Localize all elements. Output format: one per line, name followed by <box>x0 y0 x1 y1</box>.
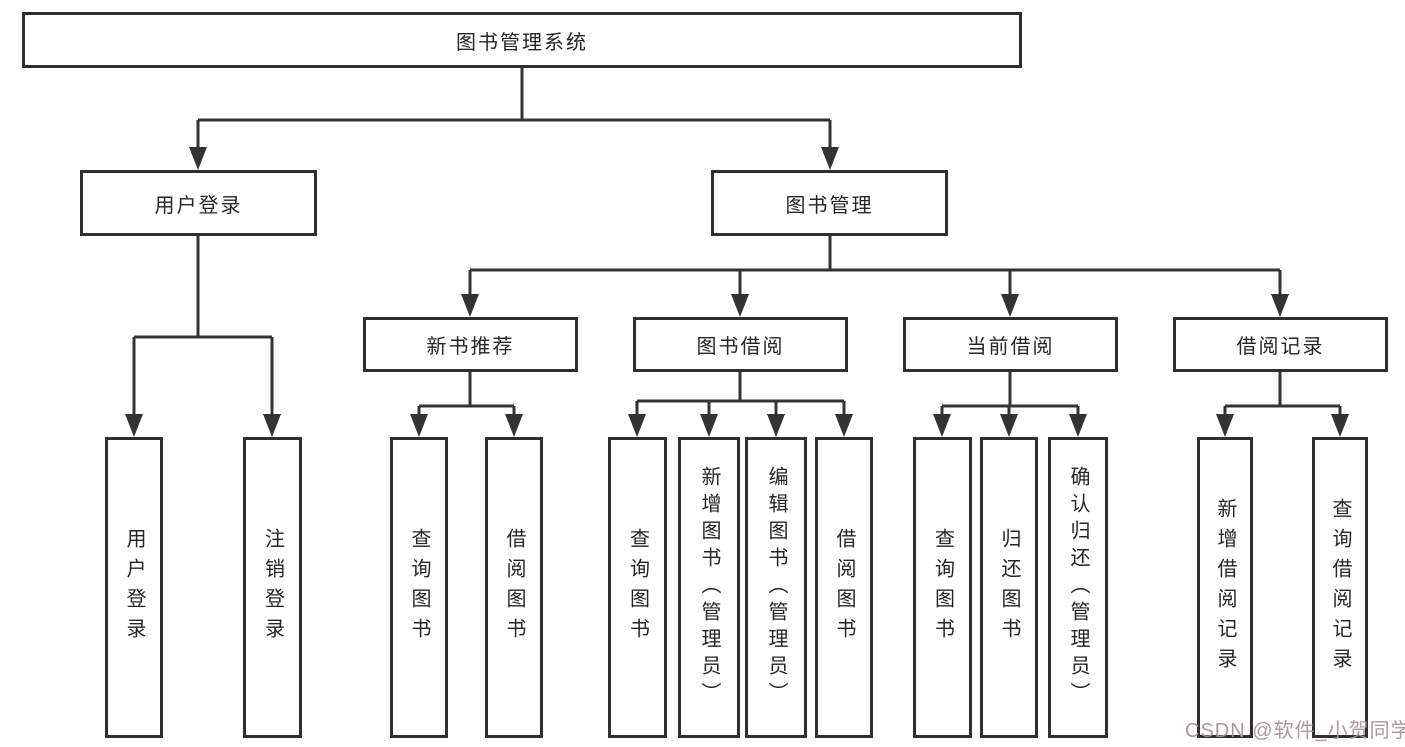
node-user-login-group-label: 用户登录 <box>154 194 243 217</box>
leaf-borrow-books-borrowing: 借阅图书 <box>815 437 873 738</box>
leaf-user-login: 用户登录 <box>105 437 163 738</box>
node-borrowing-records: 借阅记录 <box>1173 317 1388 372</box>
leaf-query-books-current: 查询图书 <box>913 437 972 738</box>
node-borrowing-records-label: 借阅记录 <box>1236 336 1325 358</box>
leaf-logout: 注销登录 <box>243 437 302 738</box>
node-root-label: 图书管理系统 <box>456 31 588 54</box>
leaf-query-books-borrowing: 查询图书 <box>608 437 667 738</box>
leaf-borrow-books-recommend: 借阅图书 <box>485 437 543 738</box>
node-root: 图书管理系统 <box>22 12 1022 68</box>
leaf-query-borrow-record: 查询借阅记录 <box>1312 437 1368 738</box>
node-book-borrowing: 图书借阅 <box>633 317 848 372</box>
leaf-query-books-recommend: 查询图书 <box>390 437 448 738</box>
node-current-borrowing: 当前借阅 <box>903 317 1118 372</box>
node-book-management: 图书管理 <box>711 170 948 236</box>
leaf-edit-book-admin: 编辑图书（管理员） <box>745 437 807 738</box>
leaf-add-borrow-record: 新增借阅记录 <box>1197 437 1253 738</box>
node-new-book-recommend: 新书推荐 <box>363 317 578 372</box>
node-book-borrowing-label: 图书借阅 <box>696 336 785 358</box>
node-book-management-label: 图书管理 <box>785 194 874 217</box>
leaf-confirm-return-admin: 确认归还（管理员） <box>1048 437 1108 738</box>
node-new-book-recommend-label: 新书推荐 <box>426 336 515 358</box>
leaf-return-book: 归还图书 <box>980 437 1038 738</box>
arrowheads <box>125 147 1349 437</box>
node-user-login-group: 用户登录 <box>80 170 317 236</box>
node-current-borrowing-label: 当前借阅 <box>966 336 1055 358</box>
leaf-add-book-admin: 新增图书（管理员） <box>678 437 740 738</box>
watermark: CSDN @软件_小贺同学 <box>1185 720 1405 742</box>
